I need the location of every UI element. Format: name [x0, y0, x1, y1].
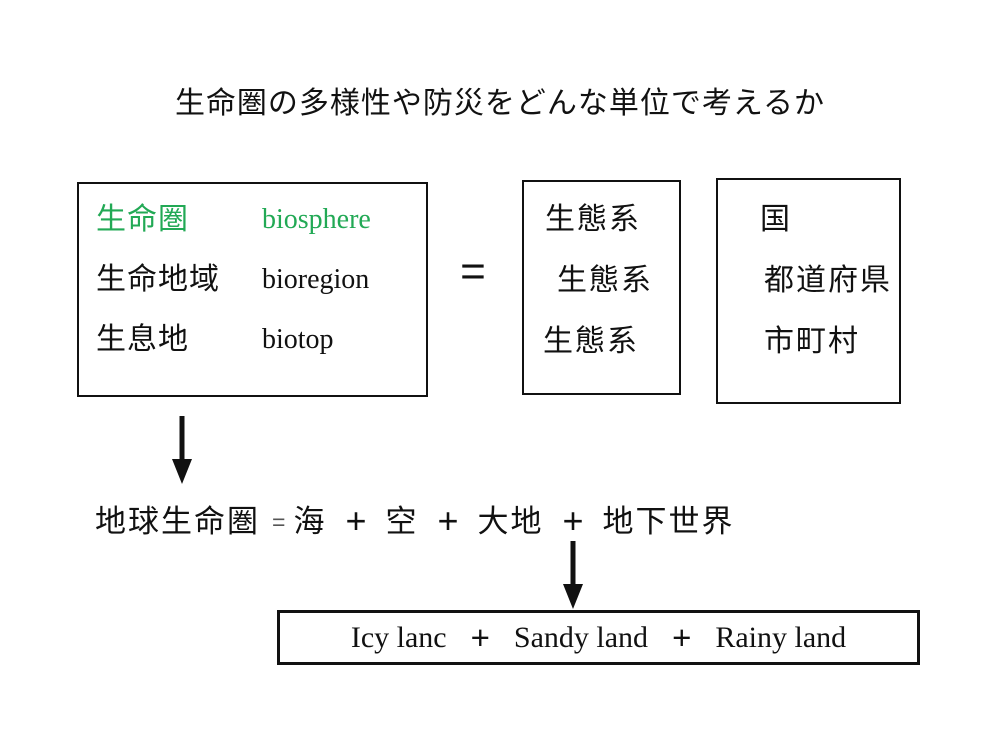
admin-row-municipality: 市町村 [764, 325, 860, 358]
bio-en-label: biosphere [262, 204, 371, 235]
equation-equals-sign: = [272, 509, 286, 535]
ecosystem-row: 生態系 [545, 203, 641, 236]
plus-sign: + [562, 500, 584, 541]
bio-row-biotop: 生息地 biotop [79, 310, 426, 370]
ecosystem-box: 生態系 生態系 生態系 [522, 180, 681, 395]
bio-ja-label: 生息地 [96, 323, 189, 356]
plus-sign: + [345, 500, 367, 541]
plus-sign: + [672, 618, 692, 656]
admin-row-prefecture: 都道府県 [764, 264, 892, 297]
bio-row-bioregion: 生命地域 bioregion [79, 250, 426, 310]
earth-equation: 地球生命圏 = 海 + 空 + 大地 + 地下世界 [95, 499, 735, 543]
bio-ja-label: 生命地域 [96, 263, 220, 296]
slide-title: 生命圏の多様性や防災をどんな単位で考えるか [174, 87, 826, 120]
equation-term-land: 大地 [477, 504, 544, 539]
down-arrow-icon [172, 416, 192, 484]
bio-row-biosphere: 生命圏 biosphere [79, 190, 426, 250]
plus-sign: + [437, 500, 459, 541]
bio-en-label: bioregion [262, 264, 370, 295]
plus-sign: + [470, 618, 490, 656]
down-arrow-icon [563, 541, 583, 609]
land-types-box: Icy lanc + Sandy land + Rainy land [277, 610, 920, 665]
admin-row-country: 国 [760, 203, 792, 236]
equation-term-sea: 海 [293, 504, 327, 539]
ecosystem-row: 生態系 [543, 325, 639, 358]
equation-term-sky: 空 [385, 504, 419, 539]
land-term-sandy: Sandy land [513, 620, 649, 654]
equals-sign: = [460, 247, 486, 296]
equation-lhs: 地球生命圏 [95, 504, 260, 539]
bio-ja-label: 生命圏 [96, 203, 189, 236]
land-term-rainy: Rainy land [715, 620, 847, 654]
admin-units-box: 国 都道府県 市町村 [716, 178, 901, 404]
bio-terms-box: 生命圏 biosphere 生命地域 bioregion 生息地 biotop [77, 182, 428, 397]
bio-en-label: biotop [262, 324, 334, 355]
equation-term-underground: 地下世界 [602, 504, 735, 539]
land-term-icy: Icy lanc [350, 620, 447, 654]
ecosystem-row: 生態系 [557, 264, 653, 297]
